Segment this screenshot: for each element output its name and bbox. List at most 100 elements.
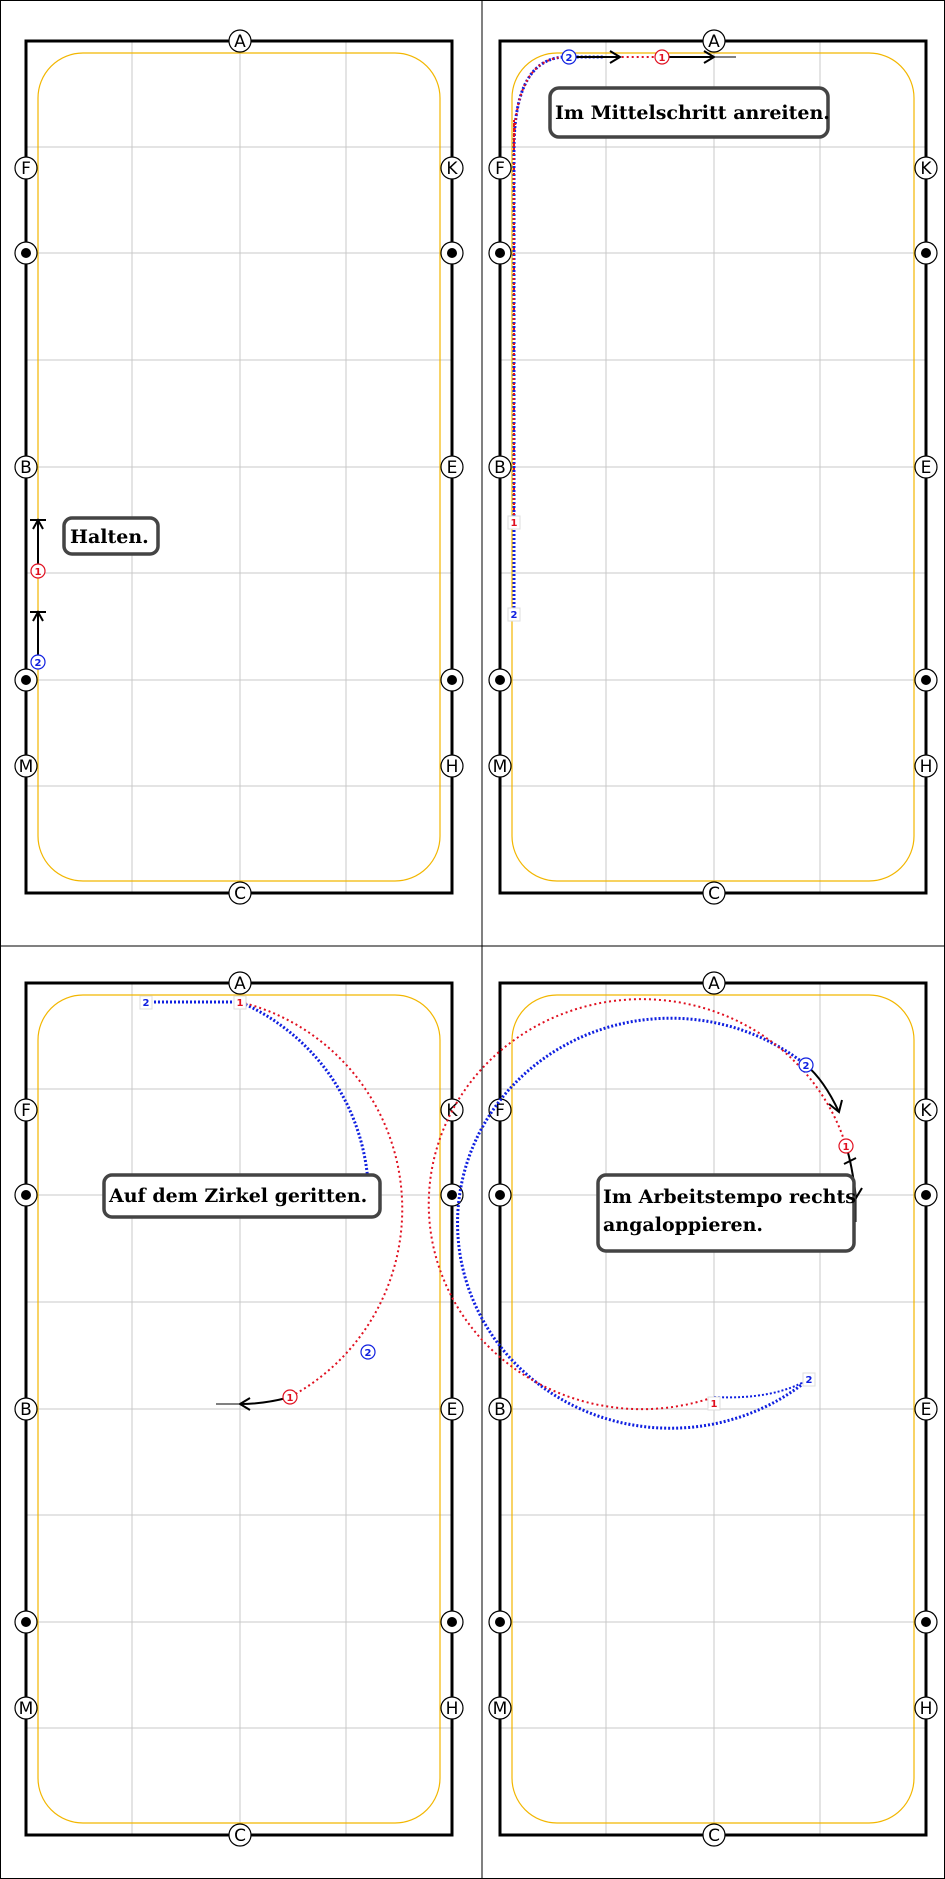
panel-4: A C F K B E M H 1 2 1 bbox=[427, 971, 938, 1847]
marker-a: A bbox=[702, 29, 726, 53]
marker-f: F bbox=[488, 156, 512, 180]
rider-2-marker: 2 bbox=[30, 654, 46, 670]
svg-text:K: K bbox=[446, 159, 458, 179]
svg-text:2: 2 bbox=[143, 998, 150, 1009]
svg-text:2: 2 bbox=[365, 1348, 372, 1359]
marker-c: C bbox=[702, 1823, 726, 1847]
marker-dot bbox=[14, 1183, 38, 1207]
marker-f: F bbox=[14, 1098, 38, 1122]
marker-k: K bbox=[914, 1098, 938, 1122]
svg-text:F: F bbox=[495, 1101, 505, 1121]
marker-m: M bbox=[488, 754, 512, 778]
svg-text:2: 2 bbox=[566, 53, 573, 64]
marker-e: E bbox=[914, 1397, 938, 1421]
rider-2-start-marker: 2 bbox=[507, 607, 521, 622]
svg-text:F: F bbox=[21, 1101, 31, 1121]
marker-dot bbox=[914, 1610, 938, 1634]
marker-dot bbox=[440, 241, 464, 265]
arena-grid bbox=[500, 983, 926, 1835]
svg-text:2: 2 bbox=[803, 1061, 810, 1072]
rider-2-path bbox=[512, 55, 604, 612]
svg-text:B: B bbox=[494, 458, 506, 478]
svg-text:1: 1 bbox=[711, 1399, 718, 1410]
rider-1-path bbox=[239, 1001, 404, 1398]
marker-e: E bbox=[440, 1397, 464, 1421]
svg-text:C: C bbox=[234, 1826, 246, 1846]
marker-h: H bbox=[914, 1696, 938, 1720]
track-line bbox=[511, 994, 915, 1824]
svg-text:1: 1 bbox=[287, 1393, 294, 1404]
svg-text:A: A bbox=[708, 974, 720, 994]
svg-text:1: 1 bbox=[659, 53, 666, 64]
svg-text:K: K bbox=[920, 159, 932, 179]
rider-2-marker: 2 bbox=[798, 1057, 814, 1073]
marker-dot bbox=[440, 1610, 464, 1634]
caption-line-2: angaloppieren. bbox=[603, 1214, 763, 1236]
rider-1-start-marker: 1 bbox=[507, 515, 521, 530]
svg-text:M: M bbox=[493, 757, 508, 777]
svg-text:F: F bbox=[21, 159, 31, 179]
marker-b: B bbox=[488, 1397, 512, 1421]
marker-a: A bbox=[228, 29, 252, 53]
svg-text:A: A bbox=[708, 32, 720, 52]
rider-2-path bbox=[146, 1000, 370, 1183]
track-line bbox=[511, 52, 915, 882]
svg-text:M: M bbox=[493, 1699, 508, 1719]
svg-text:1: 1 bbox=[511, 518, 518, 529]
direction-arrows bbox=[569, 50, 736, 64]
arena: A C F K B E M H bbox=[14, 29, 464, 905]
rider-2-start-marker: 2 bbox=[139, 995, 153, 1010]
svg-text:H: H bbox=[446, 1699, 459, 1719]
caption-box: Im Arbeitstempo rechts angaloppieren. bbox=[596, 1173, 856, 1253]
marker-h: H bbox=[440, 1696, 464, 1720]
svg-text:H: H bbox=[446, 757, 459, 777]
marker-m: M bbox=[488, 1696, 512, 1720]
marker-b: B bbox=[14, 455, 38, 479]
marker-k: K bbox=[914, 156, 938, 180]
caption-line-1: Auf dem Zirkel geritten. bbox=[108, 1185, 367, 1207]
marker-dot bbox=[914, 1183, 938, 1207]
rider-2-marker: 2 bbox=[360, 1344, 376, 1360]
marker-f: F bbox=[488, 1098, 512, 1122]
marker-k: K bbox=[440, 156, 464, 180]
caption-box: Auf dem Zirkel geritten. bbox=[102, 1173, 382, 1219]
svg-text:1: 1 bbox=[843, 1142, 850, 1153]
halt-path-rider-1 bbox=[30, 517, 46, 570]
marker-dot bbox=[488, 241, 512, 265]
marker-b: B bbox=[488, 455, 512, 479]
marker-a: A bbox=[228, 971, 252, 995]
marker-dot bbox=[14, 241, 38, 265]
marker-e: E bbox=[914, 455, 938, 479]
arena-grid bbox=[500, 41, 926, 893]
svg-text:2: 2 bbox=[35, 658, 42, 669]
svg-text:B: B bbox=[494, 1400, 506, 1420]
rider-2-start-marker: 2 bbox=[802, 1372, 816, 1387]
rider-1-start-marker: 1 bbox=[707, 1396, 721, 1411]
marker-m: M bbox=[14, 754, 38, 778]
svg-text:E: E bbox=[447, 458, 458, 478]
svg-text:A: A bbox=[234, 974, 246, 994]
svg-text:M: M bbox=[19, 757, 34, 777]
svg-text:K: K bbox=[920, 1101, 932, 1121]
svg-text:C: C bbox=[708, 1826, 720, 1846]
svg-text:E: E bbox=[921, 1400, 932, 1420]
svg-text:H: H bbox=[920, 757, 933, 777]
arena: A C F K B E M H bbox=[488, 971, 938, 1847]
arena-grid bbox=[26, 41, 452, 893]
svg-text:C: C bbox=[234, 884, 246, 904]
svg-text:E: E bbox=[921, 458, 932, 478]
caption-line-1: Im Arbeitstempo rechts bbox=[603, 1186, 856, 1208]
rider-1-path bbox=[427, 998, 847, 1411]
svg-text:2: 2 bbox=[511, 610, 518, 621]
track-line bbox=[37, 994, 441, 1824]
caption-box: Im Mittelschritt anreiten. bbox=[548, 86, 830, 139]
marker-e: E bbox=[440, 455, 464, 479]
marker-m: M bbox=[14, 1696, 38, 1720]
halt-path-rider-2 bbox=[30, 609, 46, 660]
caption-line-1: Halten. bbox=[70, 526, 149, 548]
rider-1-marker: 1 bbox=[282, 1389, 298, 1405]
